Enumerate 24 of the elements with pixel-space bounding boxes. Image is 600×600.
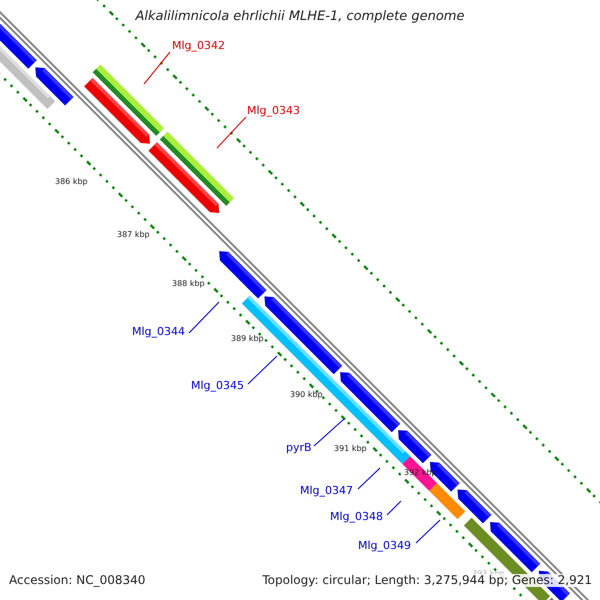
gene-label: Mlg_0344 [132,326,186,338]
scale-label: 387 kbp [117,231,150,240]
scale-label: 390 kbp [290,391,323,400]
leader-line [248,356,278,384]
accession-text: Accession: NC_008340 [9,574,146,588]
title: Alkalilimnicola ehrlichii MLHE-1, complete genome [134,10,466,24]
scale-label: 386 kbp [55,178,88,187]
leader-line [358,468,380,490]
scale-label: 389 kbp [231,335,264,344]
leader-line [188,302,220,334]
leader-line [416,520,440,544]
gene-label: Mlg_0342 [172,40,226,52]
gene-label: Mlg_0348 [330,511,384,524]
scale-label: 388 kbp [172,280,205,289]
gene-label: Mlg_0345 [191,380,244,392]
gene-label: Mlg_0349 [358,540,412,552]
gene-label: pyrB [286,442,312,454]
leader-line [216,116,246,148]
gene-label: Mlg_0347 [300,485,354,498]
leader-line [144,52,170,84]
scale-label: 391 kbp [334,445,367,454]
leader-line [314,418,344,446]
leader-line [386,500,402,516]
gene-label: Mlg_0343 [247,105,300,118]
